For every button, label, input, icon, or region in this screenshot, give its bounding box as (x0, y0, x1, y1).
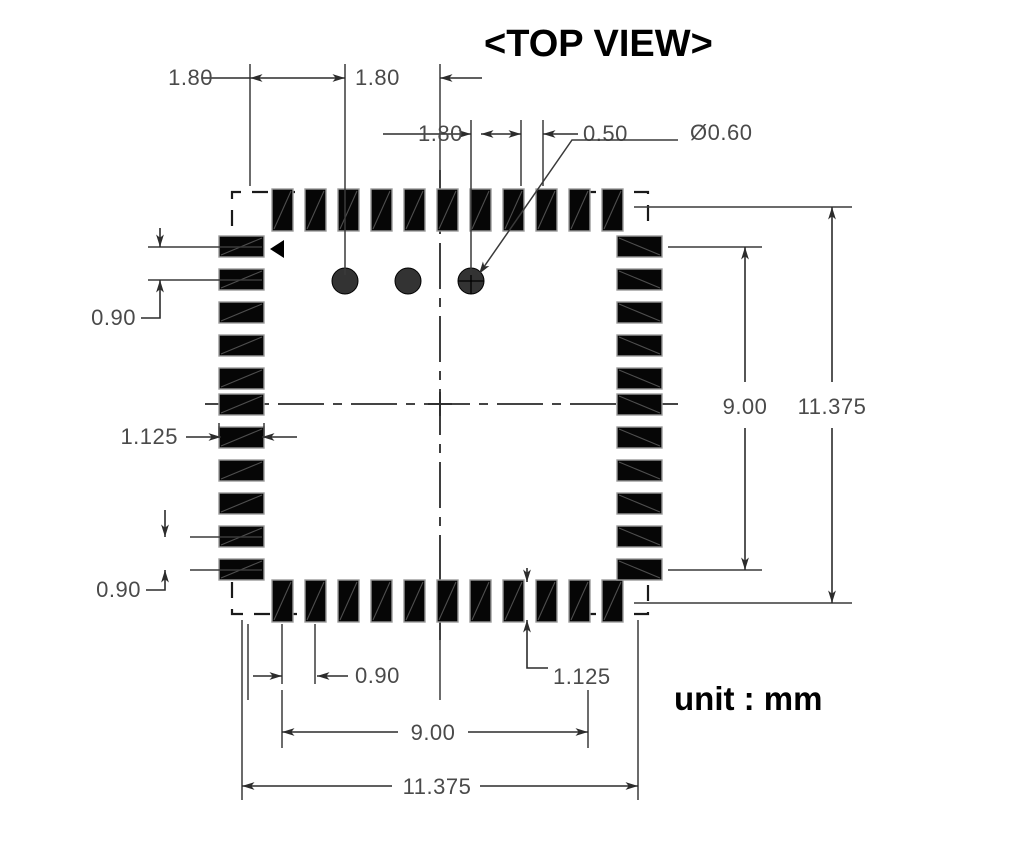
pad (218, 334, 265, 357)
pad (218, 301, 265, 324)
pad (403, 188, 426, 232)
pad (218, 492, 265, 515)
dim-label-top-4: 0.50 (583, 121, 628, 146)
pad (535, 188, 558, 232)
pad (502, 579, 525, 623)
pad (403, 579, 426, 623)
dimension-group-left-upper: 0.90 (91, 228, 262, 330)
dimension-group-bottom-pitch: 0.90 (247, 624, 400, 700)
dim-label-bottom-3: 9.00 (411, 720, 456, 745)
pad (616, 492, 663, 515)
dimension-group-top-row1: 1.80 1.80 (168, 64, 482, 275)
dimension-group-bottom-outer: 11.375 (241, 620, 639, 800)
thermal-vias (331, 267, 485, 295)
pad (271, 579, 294, 623)
dimension-group-top-row2: 1.80 0.50 (383, 120, 628, 275)
pad (535, 579, 558, 623)
pad-row-top (271, 188, 624, 232)
package-outline-dashed (230, 190, 650, 616)
pad (436, 579, 459, 623)
dimension-group-right-inner: 9.00 (668, 246, 768, 571)
pad (601, 579, 624, 623)
pad-column-left (218, 235, 265, 581)
pad (568, 579, 591, 623)
pad (568, 188, 591, 232)
centerlines (205, 170, 678, 640)
dim-label-bottom-4: 11.375 (403, 774, 472, 799)
dim-label-top-3: 1.80 (418, 121, 463, 146)
dim-label-top-1: 1.80 (168, 65, 213, 90)
unit-label: unit : mm (674, 680, 822, 717)
pad (616, 393, 663, 416)
dimension-group-right-outer: 11.375 (634, 206, 867, 604)
pad (502, 188, 525, 232)
pad (304, 188, 327, 232)
dimension-group-left-lower: 0.90 (96, 510, 262, 602)
pad (218, 459, 265, 482)
pad (469, 579, 492, 623)
callout-via-diameter: Ø0.60 (478, 120, 752, 275)
dim-label-left-3: 0.90 (96, 577, 141, 602)
dim-label-top-2: 1.80 (355, 65, 400, 90)
pad (601, 188, 624, 232)
pin-one-triangle-marker (270, 240, 284, 258)
pad (469, 188, 492, 232)
pad (337, 579, 360, 623)
pad (271, 188, 294, 232)
pad (616, 525, 663, 548)
pad (616, 426, 663, 449)
pad (370, 579, 393, 623)
pad (218, 426, 265, 449)
pad-row-bottom (271, 579, 624, 623)
pad (616, 367, 663, 390)
dim-label-left-1: 0.90 (91, 305, 136, 330)
dimension-group-left-padlength: 1.125 (120, 423, 297, 449)
pad-column-right (616, 235, 663, 581)
pad (616, 301, 663, 324)
dim-label-bottom-2: 1.125 (553, 664, 611, 689)
pad (616, 235, 663, 258)
pad (337, 188, 360, 232)
pad (218, 367, 265, 390)
dim-label-right-2: 11.375 (798, 394, 867, 419)
pad (218, 393, 265, 416)
pad (616, 558, 663, 581)
dim-label-via-diameter: Ø0.60 (690, 120, 752, 145)
via-circle (394, 267, 422, 295)
pad (304, 579, 327, 623)
pad (370, 188, 393, 232)
drawing-title: <TOP VIEW> (484, 23, 713, 65)
dim-label-left-2: 1.125 (120, 424, 178, 449)
pad (616, 334, 663, 357)
dimension-group-bottom-padlength: 1.125 (439, 568, 611, 700)
dim-label-bottom-1: 0.90 (355, 663, 400, 688)
pad (436, 188, 459, 232)
dim-label-right-1: 9.00 (723, 394, 768, 419)
pad (616, 268, 663, 291)
dimension-group-bottom-inner: 9.00 (281, 690, 589, 748)
pad (616, 459, 663, 482)
